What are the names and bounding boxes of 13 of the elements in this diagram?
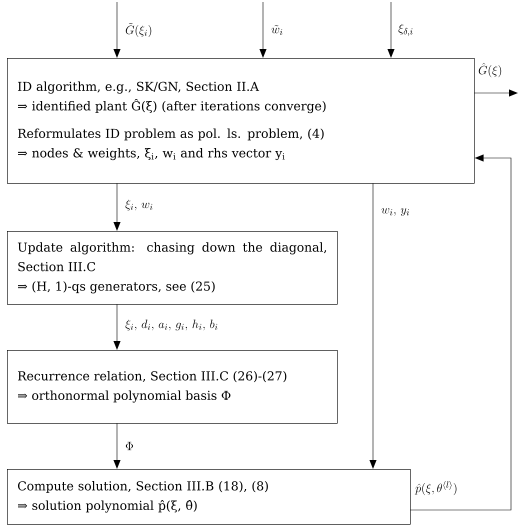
process-box: Update algorithm: chasing down the diagonal, Section III.C ⇒ (H, 1)-qs generators, see (25) xyxy=(7,231,338,305)
edge-label: $\xi_i,\, w_i$ xyxy=(124,198,154,212)
edge-label: $\xi_{\delta,i}$ xyxy=(397,22,414,38)
edge-label: $\tilde{G}(\xi_i)$ xyxy=(124,22,154,38)
edge-label: $\Phi$ xyxy=(124,440,135,452)
edge-label: $\tilde{w}_i$ xyxy=(270,24,284,36)
process-box: ID algorithm, e.g., SK/GN, Section II.A ⇒ identified plant Ĝ(ξ) (after iterations converge) Reformulates ID problem as pol. ls. problem, (4) ⇒ nodes & weights, ξ$_{i}$, w$_{i}$ and rhs vector y$_{i}$ xyxy=(7,58,475,184)
edge-label: $\hat{G}(\xi)$ xyxy=(477,62,504,78)
process-box: Compute solution, Section III.B (18), (8) ⇒ solution polynomial p̂(ξ, θ̂) xyxy=(7,469,411,525)
edge-label: $\xi_i,\, d_i,\, a_i,\, g_i,\, h_i,\, b_i$ xyxy=(124,318,220,332)
edge-label: $w_i,\, y_i$ xyxy=(380,207,411,217)
edge-label: $\hat{p}(\xi, \theta^{\langle l\rangle})$ xyxy=(414,480,459,496)
process-box: Recurrence relation, Section III.C (26)-(27) ⇒ orthonormal polynomial basis Φ xyxy=(7,350,338,424)
